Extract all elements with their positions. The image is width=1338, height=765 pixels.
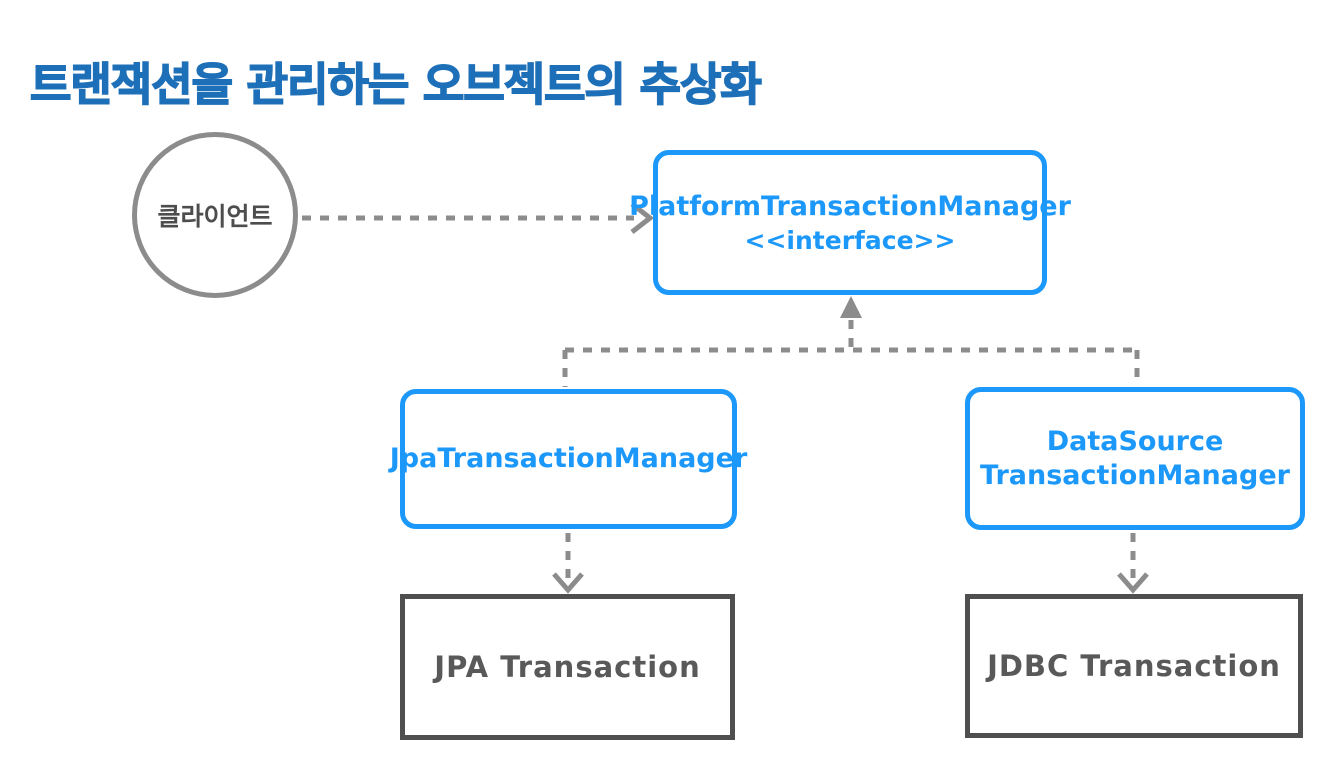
page-title: 트랜잭션을 관리하는 오브젝트의 추상화 [29, 57, 762, 112]
jdbc-transaction-label: JDBC Transaction [987, 649, 1281, 683]
jdbc-transaction-box: JDBC Transaction [965, 594, 1303, 738]
datasource-transaction-manager-name: DataSource TransactionManager [980, 425, 1290, 491]
right-arrowhead-icon [630, 202, 655, 234]
up-triangle-arrowhead-icon [840, 296, 862, 318]
jpa-transaction-manager-box: JpaTransactionManager [390, 389, 747, 529]
jpa-transaction-label: JPA Transaction [434, 650, 701, 684]
client-label: 클라이언트 [157, 202, 273, 231]
client-node: 클라이언트 [132, 132, 298, 298]
platform-transaction-manager-box: PlatformTransactionManager <<interface>> [629, 150, 1071, 295]
jpa-transaction-box: JPA Transaction [400, 594, 735, 740]
down-arrowhead-right-icon [1117, 572, 1149, 594]
down-arrowhead-left-icon [552, 572, 584, 594]
jpa-transaction-manager-name: JpaTransactionManager [389, 443, 748, 475]
platform-transaction-manager-name: PlatformTransactionManager [629, 191, 1071, 223]
datasource-transaction-manager-box: DataSource TransactionManager [965, 387, 1305, 530]
interface-stereotype-label: <<interface>> [744, 225, 956, 255]
